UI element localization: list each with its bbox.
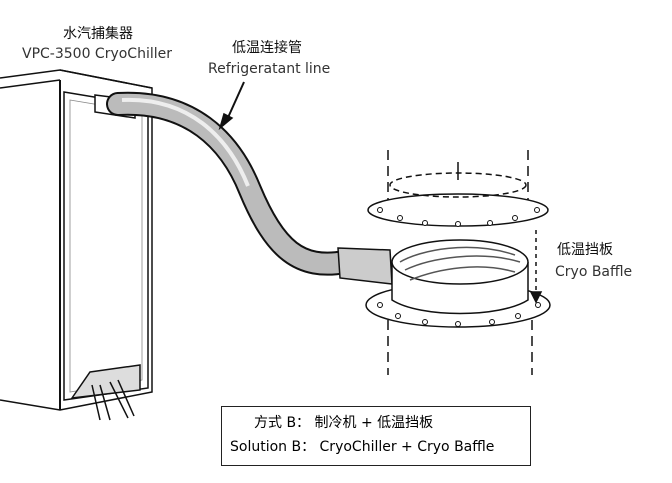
- line-label-cn: 低温连接管: [232, 40, 302, 56]
- legend-row-en: Solution B： CryoChiller + Cryo Baffle: [230, 439, 495, 455]
- refrigerant-line: [106, 91, 393, 285]
- chiller-label-cn: 水汽捕集器: [63, 26, 133, 42]
- legend-row-cn: 方式 B： 制冷机 + 低温挡板: [254, 415, 434, 431]
- baffle-label-cn: 低温挡板: [557, 242, 613, 258]
- baffle-label-en: Cryo Baffle: [555, 264, 633, 280]
- chiller-label-en: VPC-3500 CryoChiller: [22, 46, 172, 62]
- solution-legend: 方式 B： 制冷机 + 低温挡板 Solution B： CryoChiller…: [221, 406, 531, 466]
- cryochiller-cabinet: [0, 69, 153, 421]
- line-label-en: Refrigeratant line: [208, 61, 331, 77]
- cryo-baffle: [365, 150, 551, 375]
